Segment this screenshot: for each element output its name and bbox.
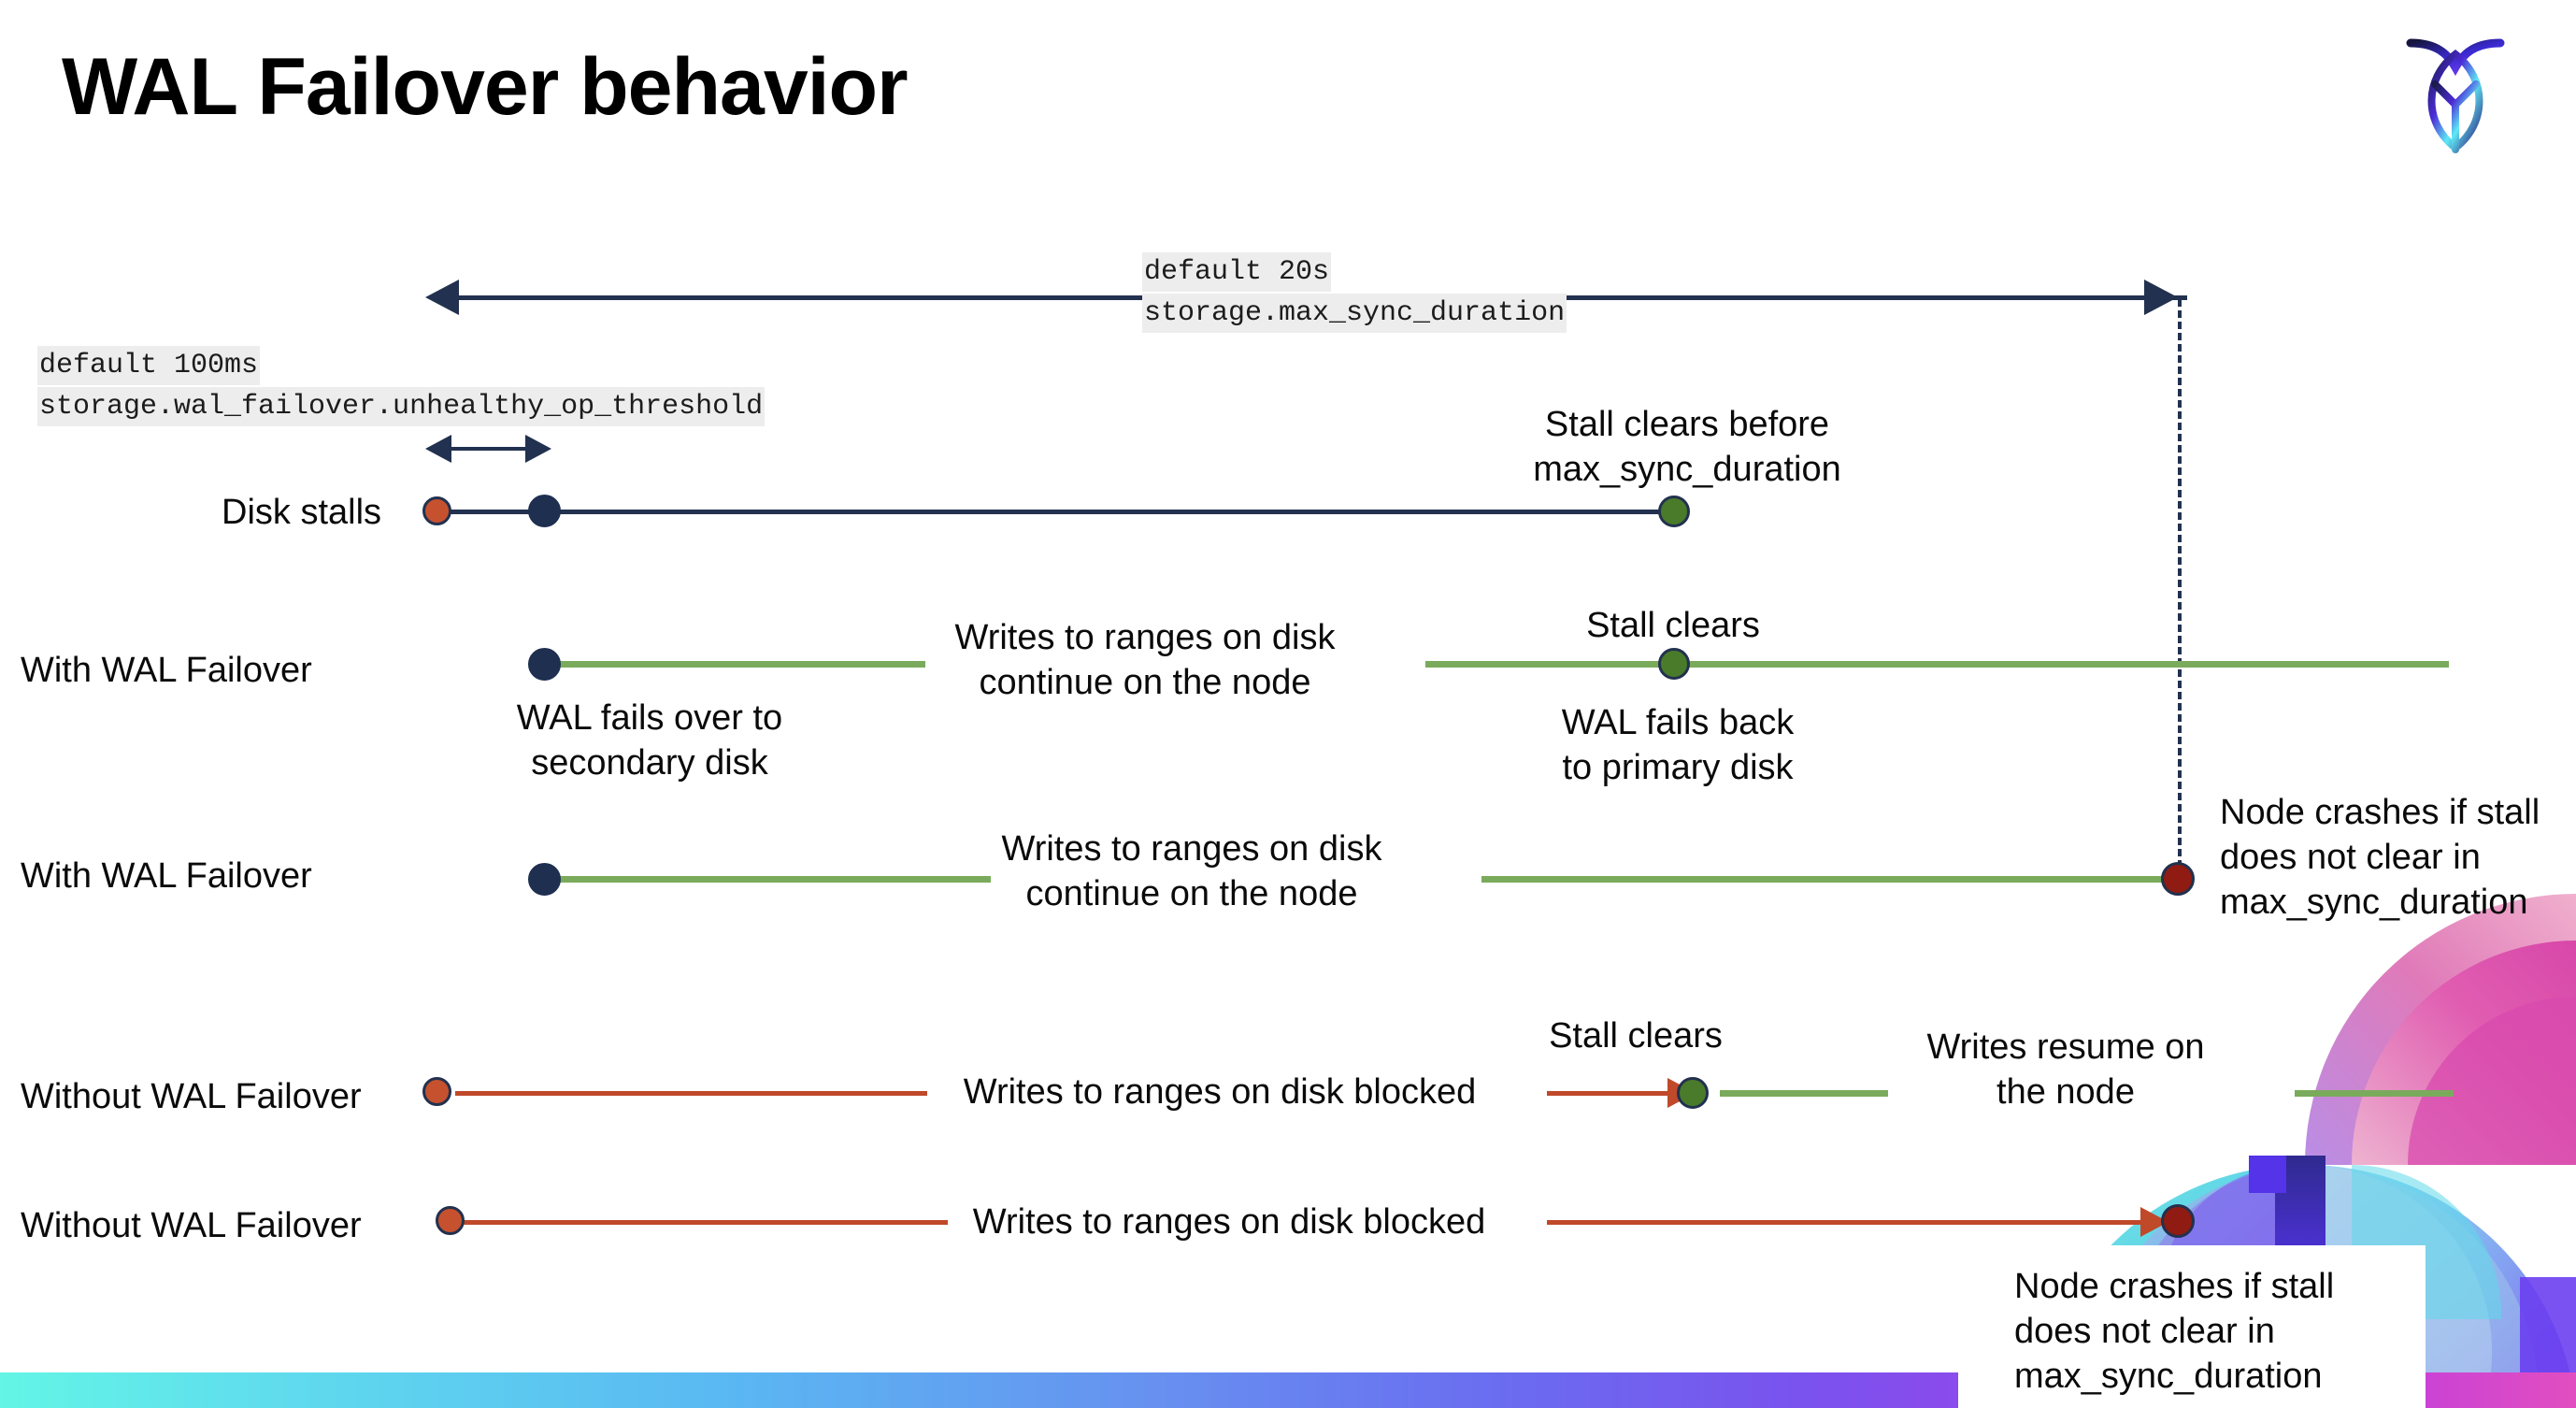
wal-failover-2-crash-dot bbox=[2161, 862, 2195, 896]
wal-failover-2-segment-b bbox=[1481, 876, 2178, 883]
row-label-with-wal-failover-2: With WAL Failover bbox=[21, 856, 312, 896]
page-title: WAL Failover behavior bbox=[62, 42, 909, 132]
annotation-stall-clears-before-max-sync: Stall clears before max_sync_duration bbox=[1533, 405, 1841, 489]
without-wal-2-start-dot bbox=[436, 1206, 465, 1235]
without-wal-1-blocked-line-a bbox=[455, 1091, 927, 1096]
annotation-writes-continue-node-2: Writes to ranges on disk continue on the… bbox=[1001, 829, 1382, 913]
row-label-with-wal-failover-1: With WAL Failover bbox=[21, 651, 312, 690]
disk-stalls-start-dot bbox=[422, 496, 451, 525]
unhealthy-op-threshold-left-arrowhead bbox=[425, 435, 451, 463]
without-wal-2-crash-dot bbox=[2161, 1204, 2195, 1238]
cockroachdb-logo-icon bbox=[2406, 38, 2505, 153]
max-sync-duration-setting-chip: storage.max_sync_duration bbox=[1142, 294, 1567, 333]
without-wal-1-stall-clears-dot bbox=[1677, 1077, 1709, 1109]
wal-failover-1-segment-a bbox=[551, 661, 925, 668]
annotation-wal-fails-over-secondary: WAL fails over to secondary disk bbox=[516, 698, 783, 783]
annotation-writes-resume-node: Writes resume on the node bbox=[1926, 1027, 2205, 1112]
wal-failover-1-segment-b bbox=[1425, 661, 2449, 668]
annotation-writes-continue-node-1: Writes to ranges on disk continue on the… bbox=[954, 618, 1336, 702]
without-wal-1-start-dot bbox=[422, 1077, 451, 1106]
unhealthy-op-threshold-span-line bbox=[447, 447, 525, 451]
wal-failover-1-failover-dot bbox=[528, 648, 561, 681]
row-label-without-wal-failover-2: Without WAL Failover bbox=[21, 1206, 362, 1245]
annotation-stall-clears-1: Stall clears bbox=[1586, 606, 1760, 645]
wal-failover-2-segment-a bbox=[551, 876, 991, 883]
annotation-node-crashes-1: Node crashes if stall does not clear in … bbox=[2220, 793, 2540, 922]
disk-stalls-timeline bbox=[439, 510, 1673, 514]
max-sync-duration-dashed-guide bbox=[2178, 299, 2182, 879]
without-wal-1-blocked-line-b bbox=[1547, 1091, 1673, 1096]
unhealthy-op-threshold-setting-chip: storage.wal_failover.unhealthy_op_thresh… bbox=[37, 387, 766, 426]
annotation-writes-blocked-2: Writes to ranges on disk blocked bbox=[972, 1202, 1486, 1242]
wal-failover-1-stall-clears-dot bbox=[1658, 648, 1690, 680]
row-label-disk-stalls: Disk stalls bbox=[222, 493, 382, 532]
disk-stalls-clear-dot bbox=[1658, 496, 1690, 527]
disk-stalls-failover-dot bbox=[528, 495, 561, 527]
annotation-writes-blocked-1: Writes to ranges on disk blocked bbox=[963, 1072, 1477, 1112]
unhealthy-op-threshold-right-arrowhead bbox=[525, 435, 551, 463]
row-label-without-wal-failover-1: Without WAL Failover bbox=[21, 1077, 362, 1116]
without-wal-2-blocked-line-b bbox=[1547, 1220, 2150, 1225]
wal-failover-2-failover-dot bbox=[528, 863, 561, 896]
annotation-wal-fails-back-primary: WAL fails back to primary disk bbox=[1561, 703, 1795, 787]
unhealthy-op-threshold-default-chip: default 100ms bbox=[37, 346, 261, 385]
annotation-node-crashes-2: Node crashes if stall does not clear in … bbox=[2014, 1267, 2335, 1396]
max-sync-duration-left-arrowhead bbox=[425, 280, 459, 315]
max-sync-duration-right-arrowhead bbox=[2144, 280, 2178, 315]
crash-callout-backdrop bbox=[1958, 1245, 2426, 1408]
without-wal-1-resume-line-a bbox=[1720, 1090, 1888, 1097]
without-wal-1-resume-line-b bbox=[2295, 1090, 2454, 1097]
max-sync-duration-default-chip: default 20s bbox=[1142, 252, 1332, 292]
annotation-stall-clears-2: Stall clears bbox=[1549, 1016, 1723, 1056]
without-wal-2-blocked-line-a bbox=[462, 1220, 948, 1225]
